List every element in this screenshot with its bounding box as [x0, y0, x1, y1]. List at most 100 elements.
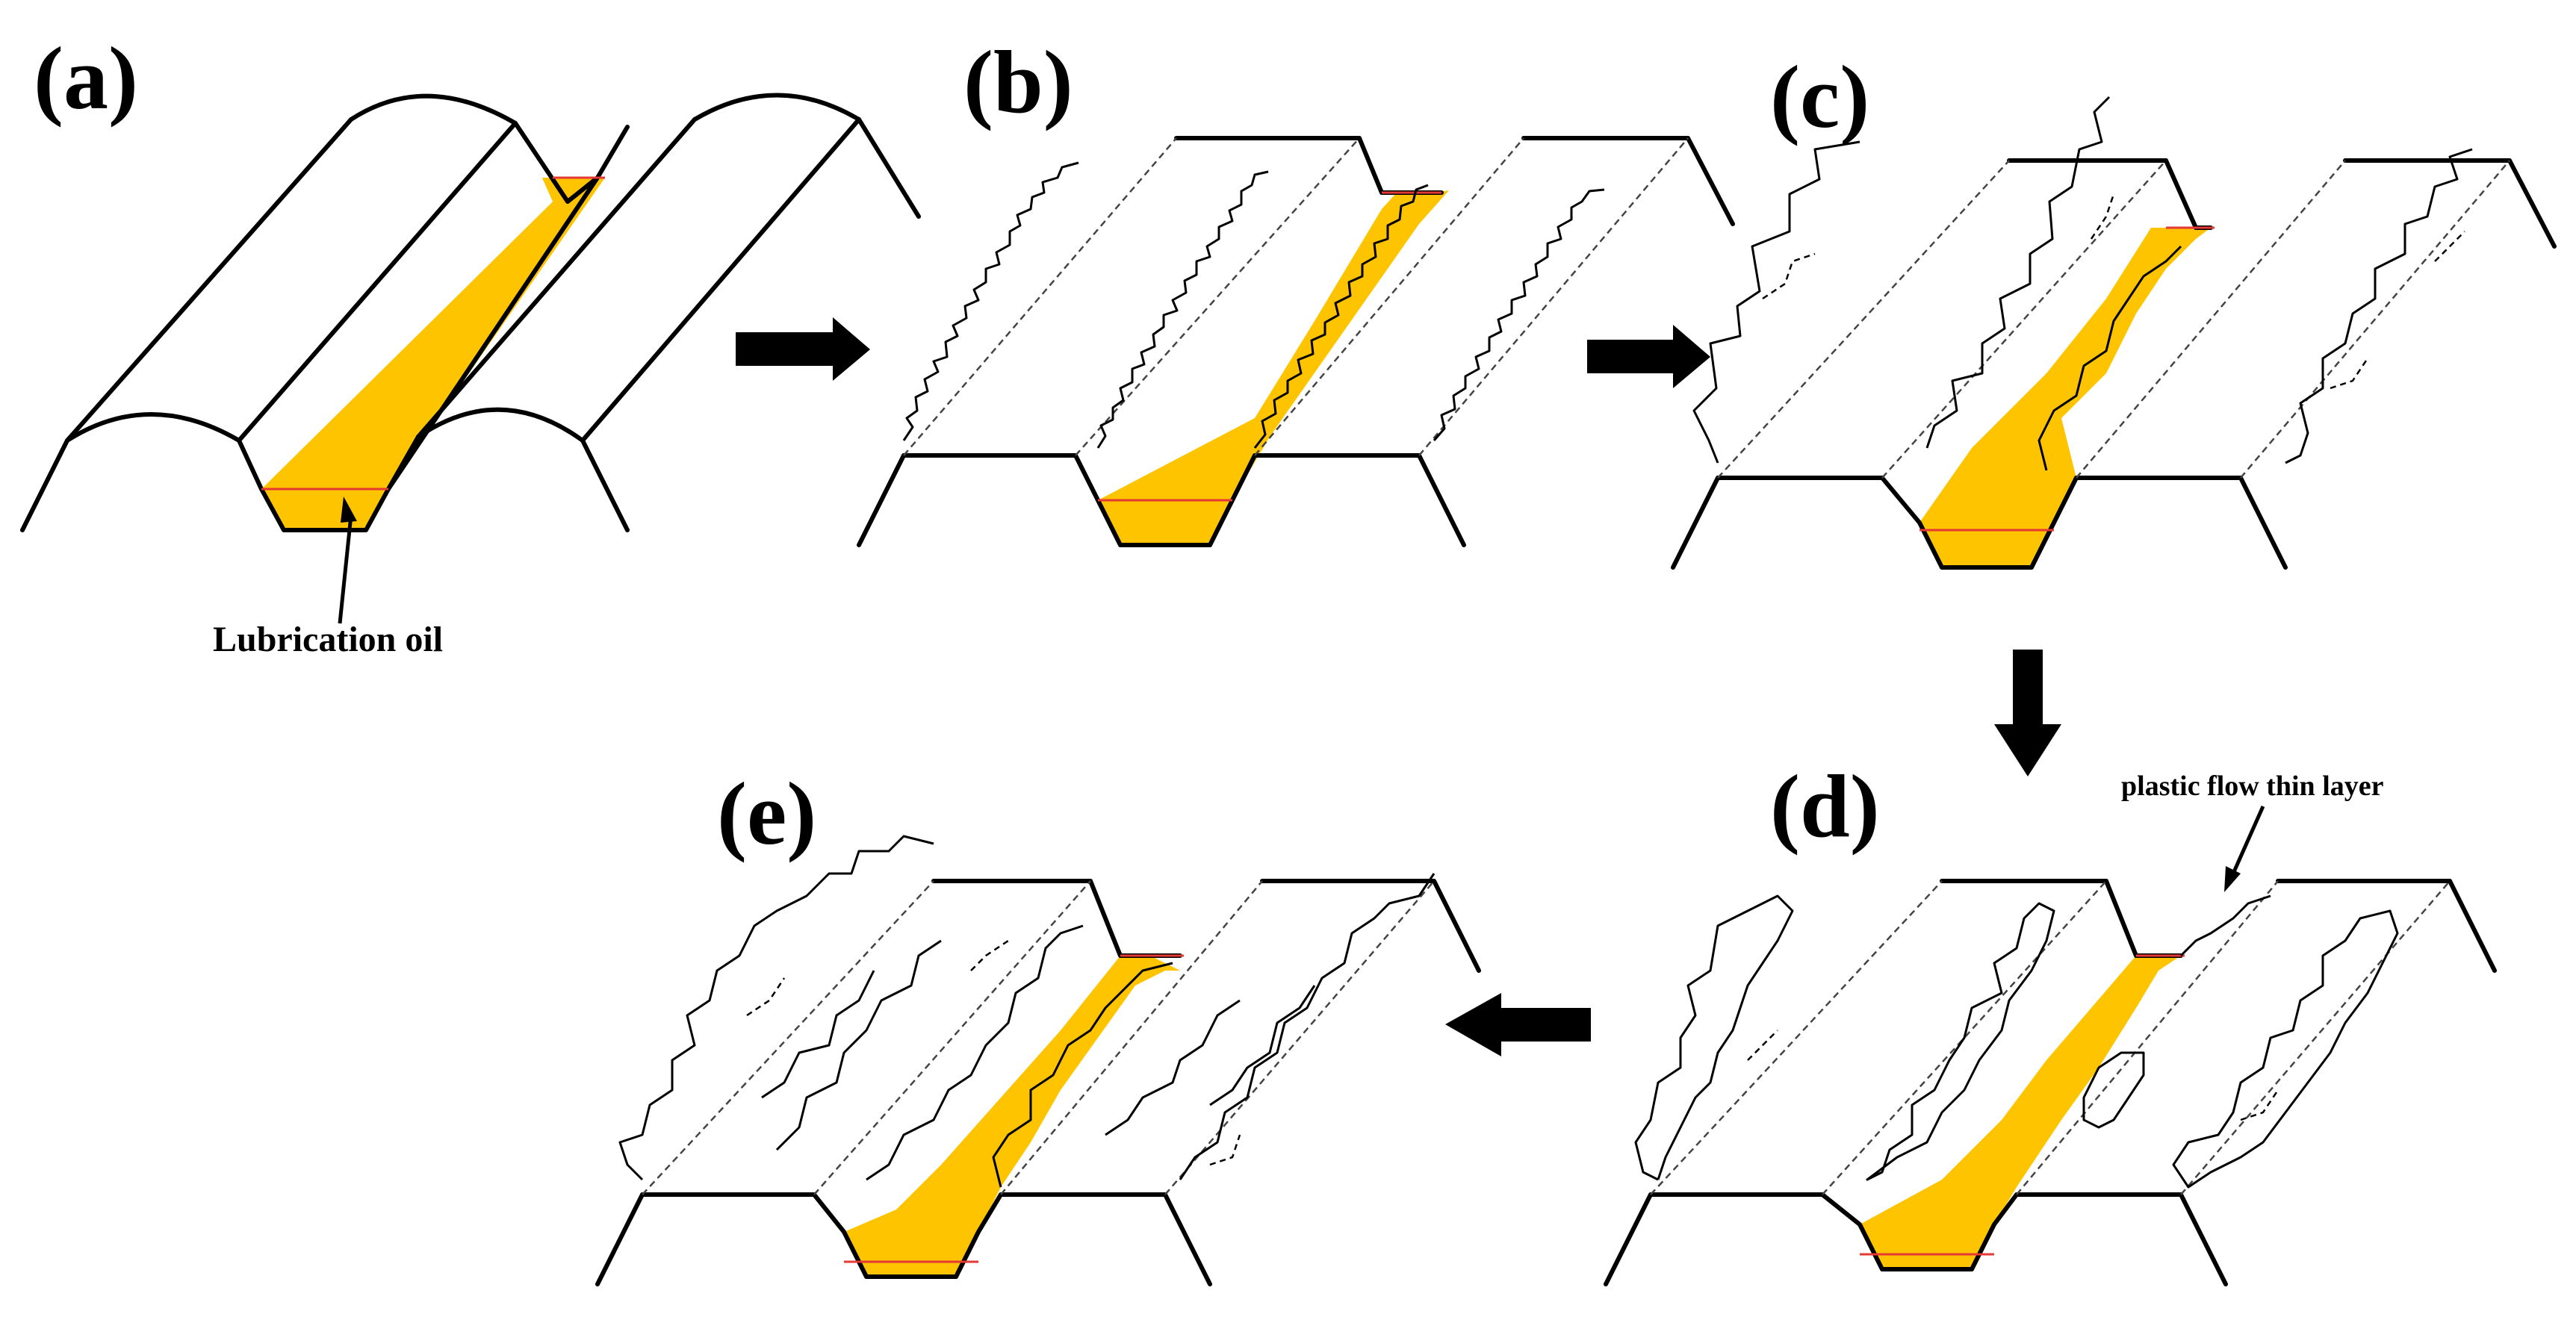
- ridge-line: [903, 137, 1177, 456]
- worn-edge: [1096, 170, 1269, 449]
- panel-d: (d) plastic flow thin layer: [1604, 756, 2497, 1286]
- worn-edge: [1433, 188, 1605, 441]
- slab-right-back-base: [2507, 158, 2557, 249]
- arrow-right-icon: [736, 317, 870, 381]
- oil-pocket: [2082, 1051, 2145, 1129]
- ridge-line: [1717, 160, 2010, 479]
- crack-line: [1762, 252, 1816, 300]
- ridge-right-arc-front: [416, 407, 585, 443]
- arrow-left-icon: [1445, 993, 1591, 1056]
- ridge-line: [1164, 880, 1435, 1195]
- ridge-right-arc-back: [692, 93, 861, 122]
- crack-line: [1747, 1030, 1778, 1061]
- worn-edge: [902, 161, 1079, 441]
- lubrication-oil-fill: [1098, 190, 1449, 545]
- ridge-line: [2240, 160, 2510, 479]
- ridge-line: [813, 880, 1091, 1195]
- lubrication-oil-pointer-head: [341, 496, 357, 523]
- slab-right-back-base: [1686, 136, 1735, 226]
- worn-edge-oil: [1253, 184, 1429, 449]
- groove-back-profile: [2104, 879, 2183, 958]
- plastic-flow-pointer: [2231, 805, 2265, 875]
- slab-right-base: [1417, 453, 1466, 547]
- lubrication-oil-fill: [1919, 228, 2211, 567]
- panel-e-label: (e): [717, 764, 816, 863]
- ridge-line: [1254, 137, 1524, 456]
- lubrication-oil-fill: [844, 956, 1180, 1277]
- worn-flake: [761, 970, 875, 1099]
- worn-flake: [2172, 909, 2399, 1189]
- worn-flake: [1209, 985, 1316, 1106]
- panel-b: (b): [857, 32, 1735, 547]
- ridge-line: [2076, 160, 2346, 479]
- worn-flake: [1634, 894, 1794, 1181]
- slab-right-base: [1163, 1192, 1212, 1286]
- groove-back-profile: [513, 121, 630, 204]
- panel-d-label: (d): [1770, 756, 1880, 856]
- ridge-right-left-edge: [416, 117, 697, 439]
- groove-sidewall: [238, 119, 553, 489]
- worn-flake-oil: [2037, 245, 2182, 471]
- plastic-flow-label: plastic flow thin layer: [2121, 770, 2384, 802]
- arrow-right-icon: [1587, 325, 1710, 388]
- ridge-right-base: [580, 438, 630, 532]
- ridge-left-arc-back: [349, 93, 518, 125]
- slab-left-base: [857, 453, 906, 547]
- plastic-flow-pointer-head: [2224, 866, 2241, 892]
- ridge-line: [2180, 880, 2451, 1195]
- slab-right-back-base: [2448, 879, 2497, 973]
- arrow-down-icon: [1994, 650, 2061, 776]
- worn-flake: [1925, 96, 2111, 449]
- ridge-line: [1650, 880, 1943, 1195]
- ridge-line: [1075, 137, 1360, 456]
- worn-flake: [618, 835, 934, 1181]
- panel-e: (e): [595, 764, 1481, 1286]
- panel-a: (a) Lubrication oil: [20, 28, 921, 659]
- ridge-left-base: [20, 438, 69, 532]
- ridge-right-crest: [580, 117, 861, 443]
- slab-right-base: [2238, 476, 2288, 570]
- crack-line: [2434, 231, 2465, 262]
- worn-flake: [1866, 902, 2055, 1181]
- ridge-line: [1822, 880, 2107, 1195]
- lubrication-oil-fill: [1860, 956, 2181, 1269]
- groove-profile: [1073, 453, 1257, 547]
- crack-line: [970, 939, 1009, 971]
- worn-flake: [2179, 894, 2271, 957]
- ridge-line: [1881, 160, 2167, 479]
- groove-profile: [1880, 476, 2079, 570]
- ridge-line: [2016, 880, 2279, 1195]
- worn-flake: [1105, 999, 1241, 1136]
- worn-flake-oil: [992, 962, 1173, 1188]
- slab-right-back-base: [1432, 879, 1481, 973]
- lubrication-oil-fill: [261, 178, 590, 489]
- worn-flake: [1692, 140, 1860, 464]
- ridge-left-arc-front: [65, 412, 241, 443]
- crack-line: [746, 977, 786, 1017]
- lubrication-oil-pointer: [338, 514, 353, 624]
- panel-c-label: (c): [1770, 47, 1869, 146]
- crack-line: [2240, 1089, 2279, 1121]
- lubrication-oil-label: Lubrication oil: [213, 620, 443, 659]
- slab-left-base: [595, 1192, 645, 1286]
- worn-flake: [866, 924, 1084, 1181]
- ridge-right-back-base: [857, 117, 921, 219]
- worn-flake: [775, 939, 942, 1151]
- panel-b-label: (b): [963, 32, 1073, 131]
- groove-profile: [1820, 1192, 2019, 1271]
- ridge-line: [1000, 880, 1263, 1195]
- worn-flake: [2285, 148, 2473, 464]
- ridge-line: [642, 880, 934, 1195]
- panel-c: (c): [1671, 47, 2557, 570]
- slab-left-base: [1604, 1192, 1653, 1286]
- groove-profile: [812, 1192, 1003, 1279]
- ridge-left-top-edge: [65, 117, 353, 443]
- ridge-left-crest: [237, 121, 518, 443]
- groove-back-profile: [2164, 158, 2213, 230]
- groove-right-edge: [386, 175, 600, 491]
- worn-flake: [1179, 873, 1436, 1180]
- crack-line: [1209, 1134, 1241, 1166]
- slab-right-base: [2179, 1192, 2228, 1286]
- slab-left-base: [1671, 476, 1720, 570]
